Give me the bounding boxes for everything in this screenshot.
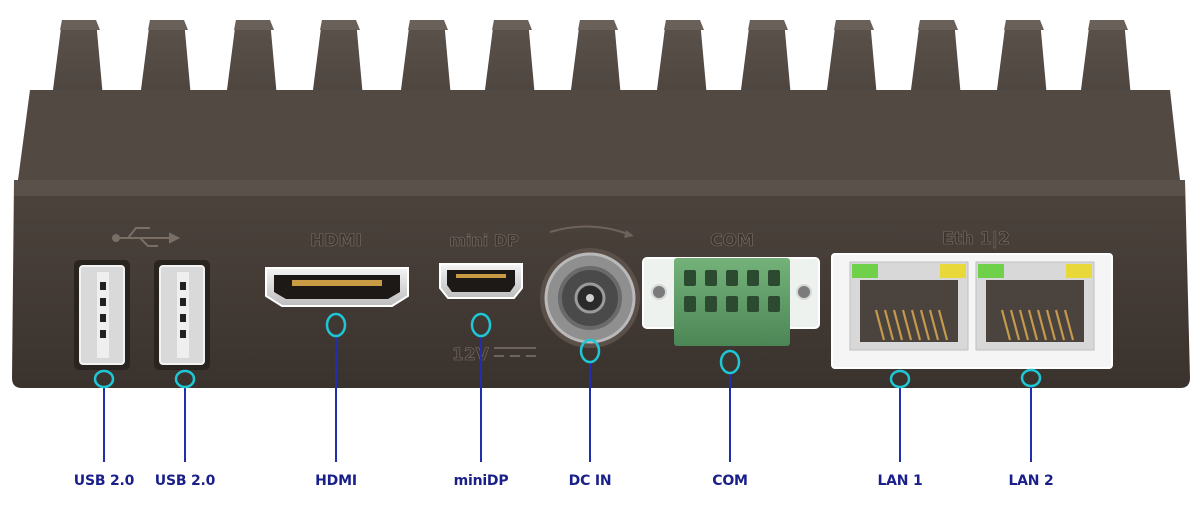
voltage-engraving: 12V [452, 345, 490, 365]
minidp-engraving: mini DP [449, 231, 519, 250]
callout-dc-in [579, 338, 601, 462]
callout-label-minidp: miniDP [453, 473, 509, 489]
callout-minidp [470, 312, 492, 462]
callout-hdmi [325, 312, 347, 462]
usb-port-1 [74, 260, 130, 370]
callout-ring [579, 338, 601, 364]
com-pin [726, 270, 738, 286]
callout-usb-1 [93, 369, 115, 462]
chassis-top [18, 90, 1180, 180]
callout-label-hdmi: HDMI [315, 473, 357, 489]
callout-ring [1020, 368, 1042, 388]
com-pin [768, 270, 780, 286]
com-terminal-block [642, 257, 820, 346]
com-engraving: COM [710, 231, 754, 251]
com-pin [705, 270, 717, 286]
callout-lines [93, 312, 1042, 462]
com-pin [705, 296, 717, 312]
dc-in-jack [540, 225, 640, 348]
link-led-icon [978, 264, 1004, 278]
usb-port-2 [154, 260, 210, 370]
callout-label-usb-2: USB 2.0 [154, 473, 216, 489]
callout-lan-2 [1020, 368, 1042, 462]
callout-label-com: COM [712, 473, 748, 489]
eth-engraving: Eth 1|2 [942, 229, 1010, 249]
panel-edge [14, 180, 1185, 196]
callout-lan-1 [889, 369, 911, 462]
com-pin [684, 270, 696, 286]
callout-ring [470, 312, 492, 338]
minidp-port [439, 263, 523, 299]
lan-port-1 [849, 261, 969, 351]
com-pin [768, 296, 780, 312]
callout-ring [719, 349, 741, 375]
com-pin [726, 296, 738, 312]
callout-ring [93, 369, 115, 389]
callout-label-dc-in: DC IN [568, 473, 612, 489]
callout-com [719, 349, 741, 462]
callout-label-lan-2: LAN 2 [1008, 473, 1054, 489]
link-led-icon [852, 264, 878, 278]
com-pin [747, 296, 759, 312]
callout-ring [325, 312, 347, 338]
hdmi-port [265, 267, 409, 307]
lan-port-2 [975, 261, 1095, 351]
usb-symbol-icon [112, 227, 181, 247]
activity-led-icon [1066, 264, 1092, 278]
callout-label-lan-1: LAN 1 [877, 473, 923, 489]
com-pin [747, 270, 759, 286]
com-pin [684, 296, 696, 312]
callout-label-usb-1: USB 2.0 [73, 473, 135, 489]
callout-usb-2 [174, 369, 196, 462]
dc-symbol-icon [494, 347, 536, 357]
activity-led-icon [940, 264, 966, 278]
callout-ring [174, 369, 196, 389]
hdmi-engraving: HDMI [310, 231, 362, 251]
callout-ring [889, 369, 911, 389]
